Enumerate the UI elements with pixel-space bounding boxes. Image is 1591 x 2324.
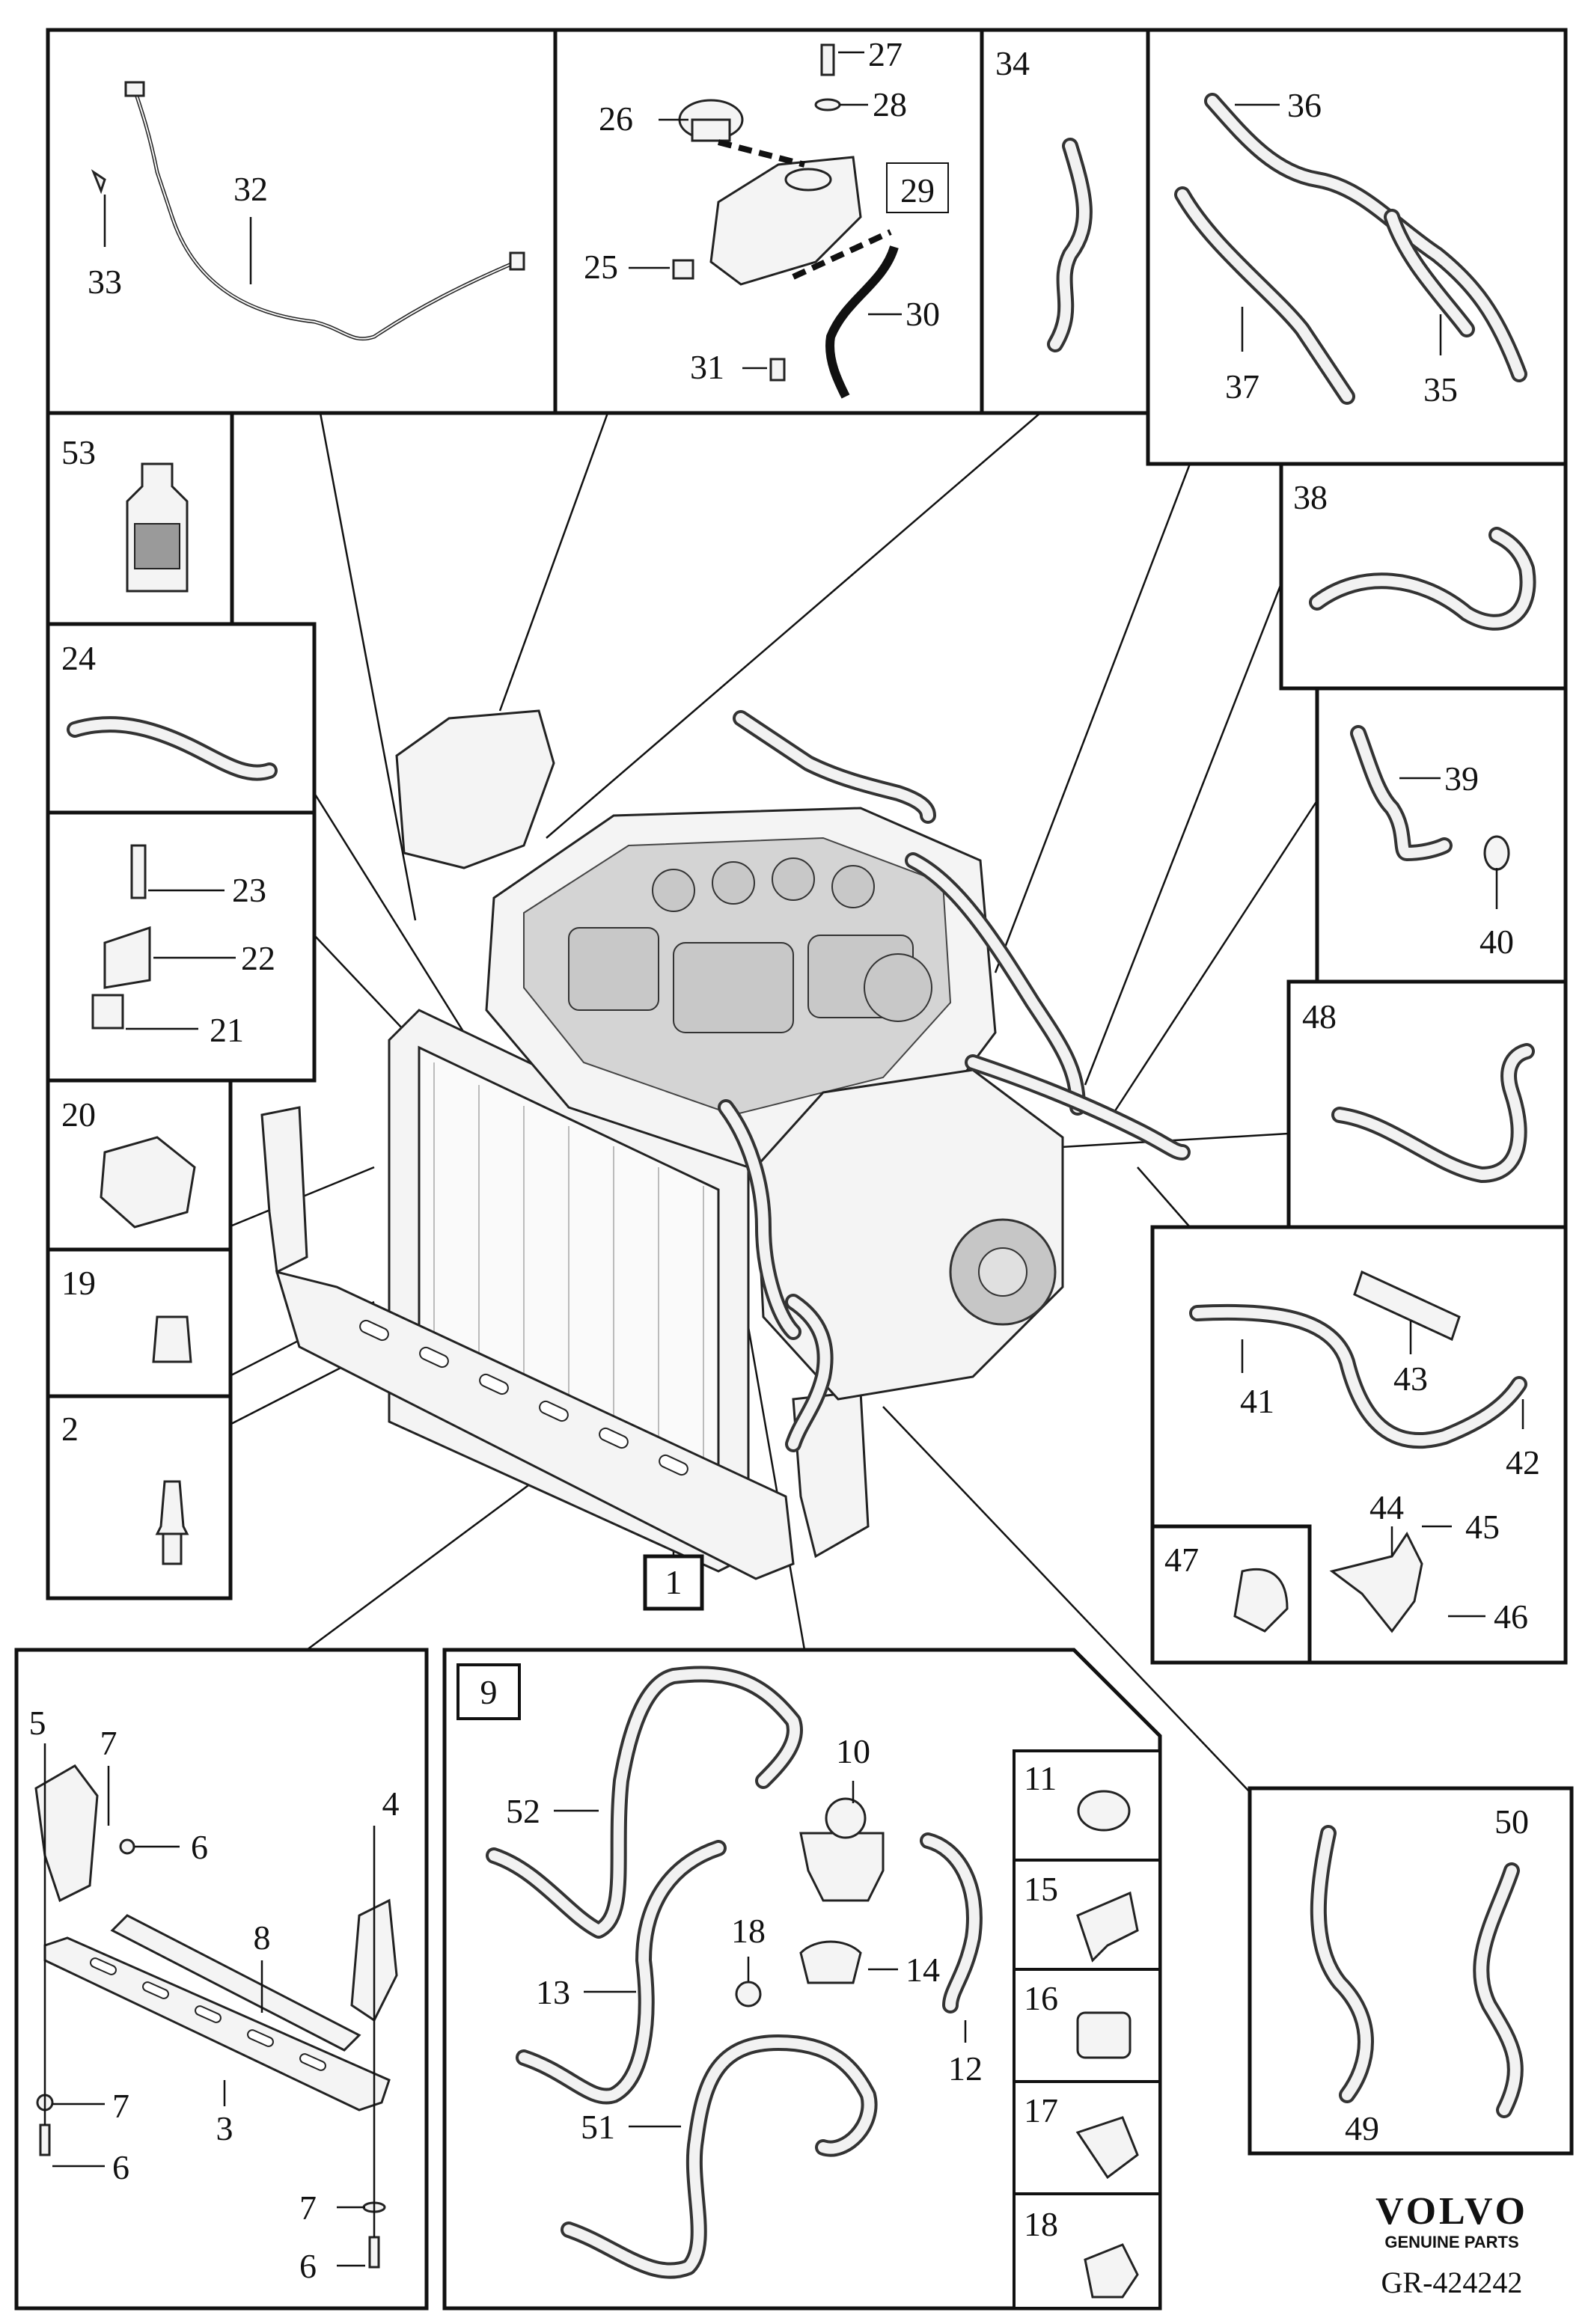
callout-13: 13 bbox=[536, 1973, 570, 2011]
radiator bbox=[260, 1009, 870, 1580]
callout-8: 8 bbox=[254, 1918, 271, 1957]
callout-45: 45 bbox=[1465, 1508, 1500, 1546]
diagram-reference: GR-424242 bbox=[1381, 2266, 1523, 2299]
callout-6b: 6 bbox=[112, 2148, 129, 2186]
callout-29: 29 bbox=[900, 171, 935, 210]
callout-19: 19 bbox=[61, 1264, 96, 1302]
callout-14: 14 bbox=[906, 1951, 940, 1989]
callout-4: 4 bbox=[382, 1785, 400, 1823]
panel-19: 19 bbox=[46, 1247, 233, 1398]
panel-34: 34 bbox=[980, 28, 1150, 415]
callout-48: 48 bbox=[1302, 997, 1337, 1036]
callout-31: 31 bbox=[690, 348, 724, 386]
callout-28: 28 bbox=[873, 85, 907, 123]
brand-block: VOLVO GENUINE PARTS GR-424242 bbox=[1375, 2190, 1528, 2299]
callout-24: 24 bbox=[61, 639, 96, 677]
callout-7a: 7 bbox=[100, 1724, 117, 1762]
callout-15: 15 bbox=[1024, 1870, 1058, 1908]
callout-40: 40 bbox=[1479, 923, 1514, 961]
leader-lines bbox=[227, 412, 1319, 1793]
callout-16: 16 bbox=[1024, 1979, 1058, 2017]
callout-18a: 18 bbox=[731, 1912, 766, 1950]
callout-26: 26 bbox=[599, 100, 633, 138]
volvo-logo: VOLVO bbox=[1375, 2190, 1528, 2233]
callout-17: 17 bbox=[1024, 2091, 1058, 2129]
callout-50: 50 bbox=[1494, 1802, 1529, 1841]
callout-25: 25 bbox=[584, 248, 618, 286]
callout-52: 52 bbox=[506, 1792, 540, 1830]
panel-25-31: 27 28 26 29 25 30 31 bbox=[553, 28, 984, 415]
callout-44: 44 bbox=[1369, 1488, 1404, 1526]
engine-assembly: 1 bbox=[227, 412, 1319, 1793]
panel-35-37: 36 37 35 bbox=[1146, 28, 1568, 466]
callout-9: 9 bbox=[480, 1673, 498, 1711]
panel-49-50: 50 49 bbox=[1248, 1786, 1574, 2156]
panel-32-33: 32 33 bbox=[46, 28, 558, 415]
callout-39: 39 bbox=[1444, 759, 1479, 798]
callout-41: 41 bbox=[1240, 1382, 1274, 1420]
panel-9: 9 52 10 18 14 12 13 51 bbox=[442, 1648, 1162, 2311]
callout-22: 22 bbox=[241, 939, 275, 977]
callout-37: 37 bbox=[1225, 367, 1259, 406]
callout-34: 34 bbox=[995, 44, 1030, 82]
panel-48: 48 bbox=[1286, 979, 1568, 1229]
callout-7c: 7 bbox=[299, 2189, 317, 2227]
callout-33: 33 bbox=[88, 263, 122, 301]
callout-6a: 6 bbox=[191, 1828, 208, 1866]
panel-21-23: 23 22 21 bbox=[46, 810, 317, 1083]
callout-35: 35 bbox=[1423, 370, 1458, 409]
callout-36: 36 bbox=[1287, 86, 1322, 124]
panel-39-40: 39 40 bbox=[1315, 686, 1568, 984]
callout-23: 23 bbox=[232, 871, 266, 909]
callout-51: 51 bbox=[581, 2108, 615, 2146]
callout-27: 27 bbox=[868, 35, 903, 73]
panel-38: 38 bbox=[1279, 462, 1568, 691]
callout-5: 5 bbox=[29, 1704, 46, 1742]
panel-24: 24 bbox=[46, 622, 317, 815]
callout-10: 10 bbox=[836, 1732, 870, 1770]
callout-box-1 bbox=[643, 1554, 704, 1611]
callout-47: 47 bbox=[1164, 1541, 1199, 1579]
small-parts-column: 11 15 16 17 18 bbox=[1013, 1749, 1161, 2310]
callout-7b: 7 bbox=[112, 2087, 129, 2125]
panel-3-8: 5 7 6 4 8 3 7 6 7 6 bbox=[14, 1648, 429, 2311]
callout-32: 32 bbox=[233, 170, 268, 208]
panel-2: 2 bbox=[46, 1394, 233, 1600]
panel-20: 20 bbox=[46, 1078, 233, 1252]
callout-42: 42 bbox=[1506, 1443, 1540, 1481]
callout-53: 53 bbox=[61, 433, 96, 471]
panel-53: 53 bbox=[46, 411, 234, 626]
callout-3: 3 bbox=[216, 2109, 233, 2147]
callout-18b: 18 bbox=[1024, 2205, 1058, 2243]
callout-49: 49 bbox=[1345, 2109, 1379, 2147]
callout-43: 43 bbox=[1393, 1360, 1428, 1398]
callout-12: 12 bbox=[948, 2049, 983, 2088]
callout-20: 20 bbox=[61, 1095, 96, 1134]
callout-2: 2 bbox=[61, 1410, 79, 1448]
callout-1: 1 bbox=[665, 1563, 682, 1601]
callout-46: 46 bbox=[1494, 1597, 1528, 1636]
callout-6c: 6 bbox=[299, 2247, 317, 2285]
genuine-parts-label: GENUINE PARTS bbox=[1384, 2233, 1518, 2251]
engine-block bbox=[395, 709, 1191, 1452]
callout-21: 21 bbox=[210, 1011, 244, 1049]
callout-30: 30 bbox=[906, 295, 940, 333]
callout-38: 38 bbox=[1293, 478, 1328, 516]
callout-11: 11 bbox=[1024, 1759, 1057, 1797]
panel-41-47: 41 43 42 47 44 45 46 bbox=[1150, 1225, 1568, 1665]
